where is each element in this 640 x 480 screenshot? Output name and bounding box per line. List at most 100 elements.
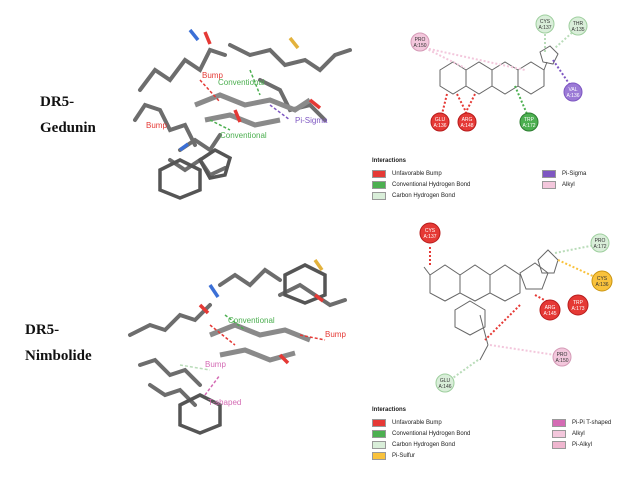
residue-arg145-name: ARG bbox=[545, 305, 556, 311]
legend-label: Pi-Pi T-shaped bbox=[572, 420, 612, 426]
legend-label: Carbon Hydrogen Bond bbox=[392, 442, 456, 448]
gedunin-legend: Interactions Unfavorable Bump Convention… bbox=[372, 158, 632, 208]
panel-gedunin: DR5- Gedunin bbox=[0, 0, 640, 210]
legend-item-unfavorable-bump: Unfavorable Bump bbox=[372, 170, 442, 178]
overlay-label-hbond-1: Conventional bbox=[218, 78, 265, 87]
legend-label: Conventional Hydrogen Bond bbox=[392, 182, 471, 188]
residue-trp173-num: A:173 bbox=[571, 306, 584, 312]
heteroatom-sticks bbox=[178, 28, 322, 152]
residue-glu136: GLU A:136 bbox=[430, 112, 450, 132]
overlay-label-bump-1: Bump bbox=[202, 71, 223, 80]
heteroatom-sticks bbox=[198, 258, 325, 365]
overlay-label-bump-1: Bump bbox=[325, 330, 346, 339]
legend-swatch bbox=[552, 441, 566, 449]
residue-val136-num: A:136 bbox=[566, 93, 579, 99]
residue-glu146: GLU A:146 bbox=[435, 373, 455, 393]
residue-pro150-name: PRO bbox=[415, 37, 426, 43]
overlay-label-bump-2: Bump bbox=[146, 121, 167, 130]
residue-pro150-num: A:150 bbox=[555, 358, 568, 364]
residue-nodes: PRO A:150 CYS A:137 THR A:135 VAL A:136 … bbox=[410, 14, 588, 132]
residue-arg145-num: A:145 bbox=[543, 311, 556, 317]
legend-item-pi-sulfur: Pi-Sulfur bbox=[372, 452, 415, 460]
legend-label: Unfavorable Bump bbox=[392, 420, 442, 426]
ring-sticks bbox=[178, 263, 327, 435]
gedunin-2d-diagram: PRO A:150 CYS A:137 THR A:135 VAL A:136 … bbox=[410, 14, 588, 132]
legend-swatch bbox=[542, 181, 556, 189]
legend-label: Unfavorable Bump bbox=[392, 171, 442, 177]
overlay-label-pisigma: Pi-Sigma bbox=[295, 116, 328, 125]
residue-cys136-num: A:136 bbox=[595, 282, 608, 288]
residue-pro150: PRO A:150 bbox=[410, 32, 430, 52]
legend-swatch bbox=[372, 430, 386, 438]
residue-pro172-num: A:172 bbox=[593, 244, 606, 250]
panel-nimbolide: DR5- Nimbolide bbox=[0, 215, 640, 480]
residue-thr135-num: A:135 bbox=[571, 27, 584, 33]
residue-thr135-name: THR bbox=[573, 21, 584, 27]
legend-item-pi-sigma: Pi-Sigma bbox=[542, 170, 586, 178]
legend-label: Alkyl bbox=[572, 431, 585, 437]
legend-title: Interactions bbox=[372, 407, 407, 413]
ligand-sticks bbox=[209, 322, 311, 363]
residue-arg148: ARG A:148 bbox=[457, 112, 477, 132]
nimbolide-2d-diagram: CYS A:137 PRO A:172 CYS A:136 ARG A:145 … bbox=[419, 222, 613, 393]
residue-pro150-num: A:150 bbox=[413, 43, 426, 49]
nimbolide-label-line2: Nimbolide bbox=[25, 348, 92, 364]
residue-thr135: THR A:135 bbox=[568, 16, 588, 36]
ligand-skeleton bbox=[423, 249, 559, 361]
residue-nodes: CYS A:137 PRO A:172 CYS A:136 ARG A:145 … bbox=[419, 222, 613, 393]
legend-item-unfavorable-bump: Unfavorable Bump bbox=[372, 419, 442, 427]
gedunin-label-line2: Gedunin bbox=[40, 120, 96, 136]
residue-cys137-num: A:137 bbox=[423, 234, 436, 240]
ring-sticks bbox=[158, 147, 233, 200]
legend-item-conventional-hbond: Conventional Hydrogen Bond bbox=[372, 430, 470, 438]
legend-label: Alkyl bbox=[562, 182, 575, 188]
legend-swatch bbox=[372, 441, 386, 449]
interaction-dashes bbox=[429, 244, 596, 381]
residue-cys136-name: CYS bbox=[597, 276, 608, 282]
residue-pro172-name: PRO bbox=[595, 238, 606, 244]
legend-item-conventional-hbond: Conventional Hydrogen Bond bbox=[372, 181, 470, 189]
residue-trp172-num: A:172 bbox=[522, 123, 535, 129]
legend-swatch bbox=[372, 192, 386, 200]
legend-item-carbon-hbond: Carbon Hydrogen Bond bbox=[372, 441, 455, 449]
interaction-dashes bbox=[424, 29, 576, 115]
nimbolide-label: DR5- Nimbolide bbox=[25, 320, 92, 366]
residue-glu146-num: A:146 bbox=[438, 384, 451, 390]
residue-pro150: PRO A:150 bbox=[552, 347, 572, 367]
legend-label: Pi-Sulfur bbox=[392, 453, 416, 459]
residue-glu146-name: GLU bbox=[440, 378, 451, 384]
overlay-label-tshaped: T-shaped bbox=[208, 398, 241, 407]
legend-swatch bbox=[372, 419, 386, 427]
residue-arg145: ARG A:145 bbox=[539, 299, 561, 321]
residue-cys137-name: CYS bbox=[425, 228, 436, 234]
residue-cys137-num: A:137 bbox=[538, 25, 551, 31]
residue-trp172-name: TRP bbox=[524, 117, 535, 123]
residue-pro172: PRO A:172 bbox=[590, 233, 610, 253]
protein-sticks bbox=[133, 43, 352, 178]
legend-item-alkyl: Alkyl bbox=[552, 430, 585, 438]
overlay-label-bump-2: Bump bbox=[205, 360, 226, 369]
overlay-label-hbond-2: Conventional bbox=[220, 131, 267, 140]
legend-swatch bbox=[372, 452, 386, 460]
legend-swatch bbox=[372, 181, 386, 189]
gedunin-3d-view: Bump Conventional Bump Conventional Pi-S… bbox=[133, 28, 352, 200]
nimbolide-3d-view: Conventional Bump Bump T-shaped bbox=[128, 258, 347, 435]
legend-label: Pi-Sigma bbox=[562, 171, 587, 177]
ligand-skeleton bbox=[439, 45, 559, 95]
residue-cys136: CYS A:136 bbox=[591, 270, 613, 292]
legend-item-carbon-hbond: Carbon Hydrogen Bond bbox=[372, 192, 455, 200]
legend-label: Conventional Hydrogen Bond bbox=[392, 431, 471, 437]
residue-glu136-name: GLU bbox=[435, 117, 446, 123]
gedunin-label: DR5- Gedunin bbox=[40, 92, 96, 138]
legend-swatch bbox=[552, 430, 566, 438]
residue-cys137: CYS A:137 bbox=[419, 222, 441, 244]
residue-glu136-num: A:136 bbox=[433, 123, 446, 129]
residue-cys137-name: CYS bbox=[540, 19, 551, 25]
residue-arg148-name: ARG bbox=[462, 117, 473, 123]
residue-trp173: TRP A:173 bbox=[567, 294, 589, 316]
residue-val136-name: VAL bbox=[568, 87, 577, 93]
nimbolide-label-line1: DR5- bbox=[25, 322, 60, 338]
legend-label: Carbon Hydrogen Bond bbox=[392, 193, 456, 199]
nimbolide-legend: Interactions Unfavorable Bump Convention… bbox=[372, 407, 632, 477]
gedunin-label-line1: DR5- bbox=[40, 94, 75, 110]
